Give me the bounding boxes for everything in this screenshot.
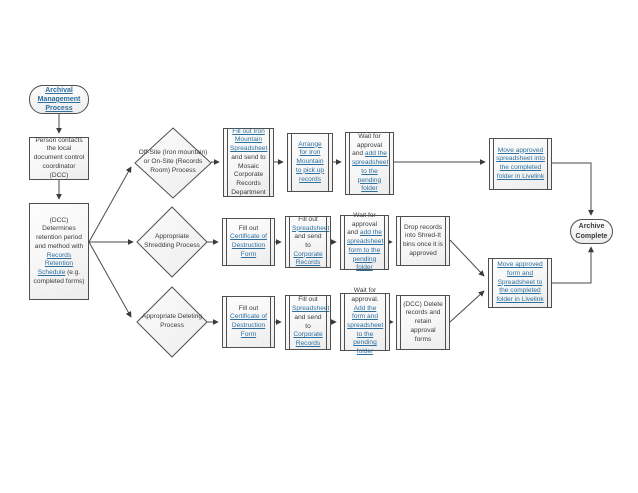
predefined-wait-approval-shredding: Wait for approval and add the spreadshee…	[340, 212, 389, 272]
link-certificate-of-destruction-form[interactable]: Certificate of Destruction Form	[229, 313, 267, 338]
process-text: Person contacts the local document contr…	[33, 136, 85, 179]
decision-shredding-label: Appropriate Shredding Process	[141, 219, 203, 265]
link-add-spreadsheet-form-pending-folder[interactable]: add the spreadsheet form to the pending …	[347, 229, 384, 272]
connector-dcc-to-offsite	[88, 166, 132, 243]
process-text: Fill out	[298, 296, 318, 304]
process-text: Wait for approval.	[351, 287, 379, 303]
process-text: Wait for approval and	[352, 133, 383, 158]
process-text: Wait for approval and	[347, 212, 378, 237]
decision-text: Appropriate Deleting Process	[141, 313, 203, 329]
end-terminator-label: Archive Complete	[575, 223, 608, 240]
process-text: (DCC) Delete records and retain approval…	[403, 300, 443, 343]
process-dcc-determines-retention: (DCC) Determines retention period and me…	[29, 203, 89, 300]
predefined-spreadsheet-corporate-records-shredding: Fill out Spreadsheet and send to Corpora…	[285, 216, 331, 268]
link-spreadsheet[interactable]: Spreadsheet	[292, 305, 330, 313]
predefined-wait-approval-deleting: Wait for approval. Add the form and spre…	[340, 287, 390, 355]
link-certificate-of-destruction-form[interactable]: Certificate of Destruction Form	[229, 233, 267, 258]
connector-row1-to-end	[552, 162, 594, 216]
process-text: and send to	[294, 313, 322, 330]
process-text: Fill out	[238, 224, 259, 232]
decision-deleting-shape	[136, 286, 208, 358]
predefined-dcc-delete-records: (DCC) Delete records and retain approval…	[396, 295, 450, 350]
decision-offsite-onsite-shape	[134, 127, 212, 199]
process-text: and send to Mosaic Corporate Records Dep…	[231, 153, 266, 196]
process-text: Drop records into Shred-It bins once it …	[403, 223, 443, 257]
connector-dcc-to-deleting	[88, 241, 132, 318]
predefined-certificate-destruction-deleting: Fill out Certificate of Destruction Form	[222, 296, 275, 348]
link-add-form-spreadsheet-pending-folder[interactable]: Add the form and spreadsheet to the pend…	[347, 304, 384, 356]
predefined-certificate-destruction-shredding: Fill out Certificate of Destruction Form	[222, 218, 275, 266]
process-text: (e.g. completed forms)	[33, 268, 85, 285]
link-move-spreadsheet-livelink[interactable]: Move approved spreadsheet into the compl…	[496, 146, 545, 180]
link-iron-mountain-spreadsheet[interactable]: Fill out Iron Mountain Spreadsheet	[230, 127, 268, 153]
link-spreadsheet[interactable]: Spreadsheet	[292, 224, 330, 232]
process-text: and send to	[294, 233, 322, 249]
link-corporate-records[interactable]: Corporate Records	[293, 331, 323, 347]
decision-shredding-shape	[136, 206, 208, 278]
end-terminator: Archive Complete	[570, 219, 613, 244]
decision-deleting-label: Appropriate Deleting Process	[141, 299, 203, 345]
decision-text: Appropriate Shredding Process	[144, 233, 200, 249]
predefined-move-spreadsheet-completed-folder: Move approved spreadsheet into the compl…	[489, 138, 552, 190]
predefined-wait-approval-row1: Wait for approval and add the spreadshee…	[345, 132, 394, 195]
predefined-drop-records-shredit-bins: Drop records into Shred-It bins once it …	[396, 216, 450, 266]
link-arrange-pickup[interactable]: Arrange for Iron Mountain to pick up rec…	[295, 140, 325, 183]
decision-offsite-onsite-label: Off-Site (Iron mountain) or On-Site (Rec…	[137, 134, 209, 191]
start-terminator: Archival Management Process	[29, 85, 89, 114]
process-person-contacts-dcc: Person contacts the local document contr…	[29, 137, 89, 180]
decision-text: Off-Site (Iron mountain) or On-Site (Rec…	[138, 149, 208, 174]
predefined-fill-iron-mountain-spreadsheet: Fill out Iron Mountain Spreadsheet and s…	[223, 128, 274, 197]
predefined-arrange-iron-mountain-pickup: Arrange for Iron Mountain to pick up rec…	[287, 133, 333, 192]
link-records-retention-schedule[interactable]: Records Retention Schedule	[37, 251, 74, 276]
process-text: (DCC) Determines retention period and me…	[34, 216, 84, 250]
link-move-form-spreadsheet-livelink[interactable]: Move approved form and Spreadsheet to th…	[496, 261, 544, 304]
link-add-spreadsheet-pending-folder[interactable]: add the spreadsheet to the pending folde…	[352, 150, 389, 193]
link-corporate-records[interactable]: Corporate Records	[293, 250, 323, 267]
process-text: Fill out	[298, 215, 318, 223]
predefined-move-form-spreadsheet-completed-folder: Move approved form and Spreadsheet to th…	[488, 258, 552, 308]
process-text: Fill out	[238, 304, 259, 312]
connector-row2-to-move	[449, 239, 485, 277]
connector-row3-to-move	[449, 290, 485, 323]
predefined-spreadsheet-corporate-records-deleting: Fill out Spreadsheet and send to Corpora…	[285, 295, 331, 350]
link-archival-management-process[interactable]: Archival Management Process	[37, 86, 81, 113]
connector-move-to-end	[552, 246, 594, 284]
